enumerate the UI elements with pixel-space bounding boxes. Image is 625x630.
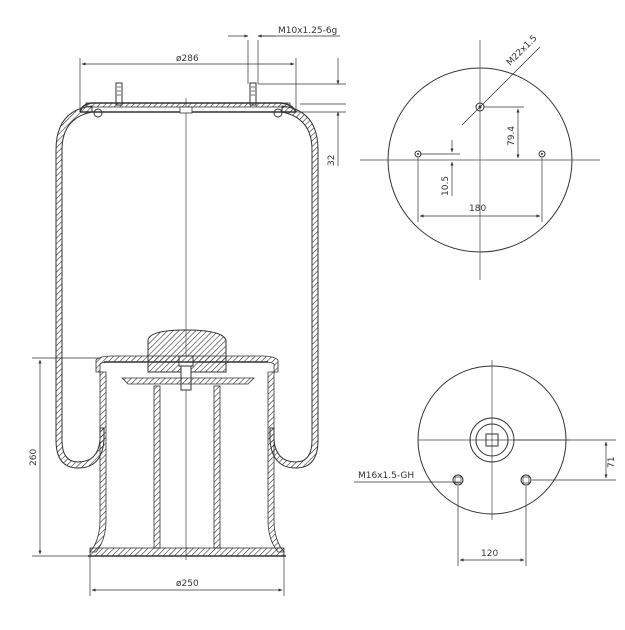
top-thread-label: M10x1.25-6g (278, 26, 337, 36)
top-view-spacing-label: 180 (469, 204, 486, 214)
top-view-center-hole: M22x1.5 (461, 34, 541, 126)
bottom-view-offset-label: 71 (607, 457, 617, 468)
top-plate (79, 102, 297, 114)
dimension-top-thread: M10x1.25-6g (228, 26, 340, 84)
dimension-bottom-view-offset: 71 (514, 439, 617, 481)
top-height-label: 32 (327, 155, 337, 166)
top-view-thread-label: M22x1.5 (505, 34, 540, 69)
top-diameter-label: ø286 (176, 54, 199, 64)
piston (88, 355, 286, 557)
dimension-bottom-view-thread: M16x1.5-GH (354, 471, 460, 483)
dimension-bottom-view-spacing: 120 (457, 486, 527, 566)
bottom-view-stud-holes (452, 474, 532, 486)
top-view-offset-small-label: 10.5 (441, 176, 451, 196)
top-view: M22x1.5 79.4 10.5 180 (360, 34, 600, 280)
bottom-view-thread-label: M16x1.5-GH (358, 471, 414, 481)
bellows-wall (55, 105, 319, 469)
dimension-top-view-spacing: 180 (417, 158, 543, 222)
bottom-view: M16x1.5-GH 71 120 (354, 360, 617, 566)
dimension-bottom-diameter: ø250 (89, 556, 285, 596)
bottom-height-label: 260 (29, 449, 39, 466)
dimension-top-view-offset-y: 79.4 (484, 106, 524, 159)
dimension-top-height: 32 (258, 58, 346, 166)
top-view-offset-y-label: 79.4 (507, 126, 517, 146)
dimension-bottom-height: 260 (29, 357, 100, 557)
bottom-diameter-label: ø250 (176, 579, 199, 589)
bottom-view-spacing-label: 120 (481, 549, 498, 559)
top-studs (115, 82, 257, 106)
dimension-top-view-offset-small: 10.5 (420, 140, 460, 196)
side-view: M10x1.25-6g ø286 32 260 (29, 26, 346, 596)
dimension-top-diameter: ø286 (79, 54, 297, 110)
